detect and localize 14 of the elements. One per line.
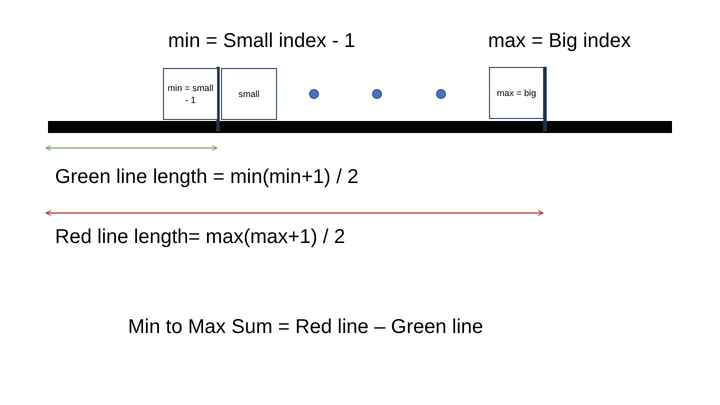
text-box bbox=[489, 67, 544, 119]
box-text: min = small - 1 bbox=[166, 82, 214, 106]
box-text: max = big bbox=[496, 86, 538, 100]
dot bbox=[309, 89, 319, 99]
formula-text: Min to Max Sum = Red line – Green line bbox=[128, 316, 484, 339]
formula-text: Green line length = min(min+1) / 2 bbox=[55, 166, 358, 189]
heading-text: max = Big index bbox=[488, 30, 631, 53]
text-box bbox=[221, 68, 277, 120]
text-box bbox=[163, 68, 218, 120]
dot bbox=[436, 89, 446, 99]
formula-text: Red line length= max(max+1) / 2 bbox=[55, 226, 346, 249]
box-text: small bbox=[237, 88, 260, 100]
dot bbox=[372, 89, 382, 99]
heading-text: min = Small index - 1 bbox=[168, 30, 356, 53]
